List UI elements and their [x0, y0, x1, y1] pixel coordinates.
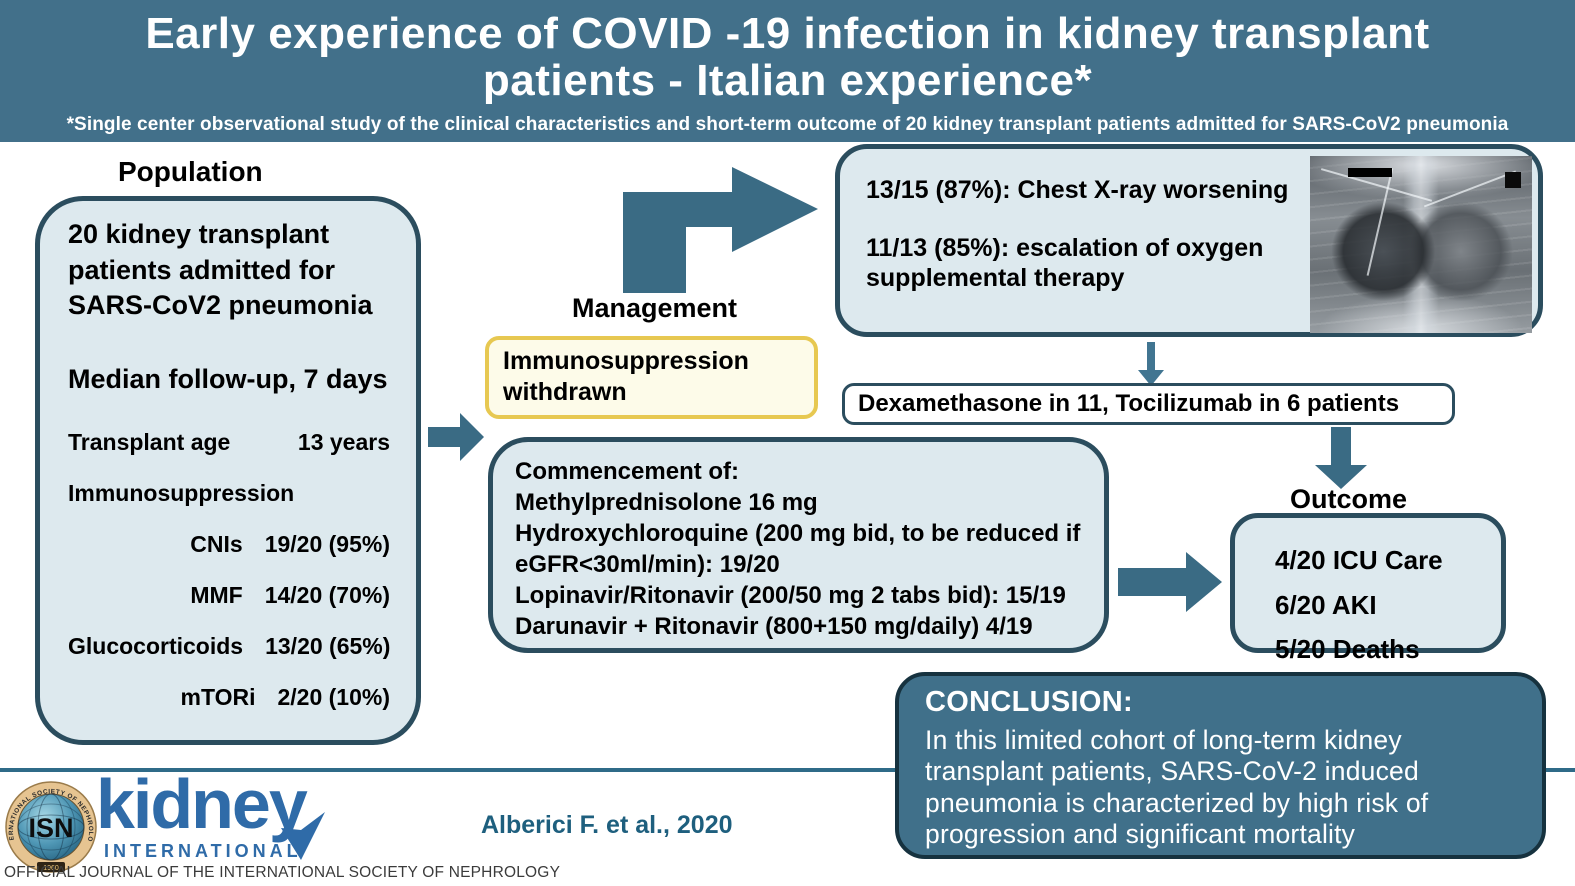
clinical-course-box: 13/15 (87%): Chest X-ray worsening 11/13… [835, 144, 1543, 337]
immunosuppression-withdrawn-box: Immunosuppression withdrawn [485, 336, 818, 419]
outcome-item: 5/20 Deaths [1275, 634, 1420, 665]
outcome-box: 4/20 ICU Care 6/20 AKI 5/20 Deaths [1230, 513, 1506, 664]
outcome-item: 6/20 AKI [1275, 589, 1377, 620]
elbow-up-right-arrow-icon [623, 167, 818, 293]
management-heading: Management [572, 293, 738, 323]
title-line-1: Early experience of COVID -19 infection … [145, 9, 1430, 58]
population-box: 20 kidney transplant patients admitted f… [35, 196, 421, 745]
commencement-box: Commencement of: Methylprednisolone 16 m… [488, 437, 1109, 653]
row-label: MMF [190, 581, 243, 608]
chest-xray-image [1310, 156, 1532, 333]
right-arrow-icon [428, 413, 484, 461]
journal-logo-kidney: kidney [96, 765, 308, 843]
table-row: CNIs 19/20 (95%) [68, 531, 390, 558]
xray-tube-line [1423, 170, 1516, 208]
conclusion-heading: CONCLUSION: [925, 686, 1133, 718]
table-row: Transplant age 13 years [68, 429, 390, 456]
isn-society-logo: ISN INTERNATIONAL SOCIETY OF NEPHROLOGY … [5, 779, 97, 873]
population-followup: Median follow-up, 7 days [68, 363, 388, 394]
clinical-course-text: 13/15 (87%): Chest X-ray worsening 11/13… [866, 175, 1336, 294]
row-label: Immunosuppression [68, 479, 295, 506]
oxygen-escalation-stat: 11/13 (85%): escalation of oxygen supple… [866, 233, 1264, 293]
commencement-line: Darunavir + Ritonavir (800+150 mg/daily)… [515, 612, 1033, 640]
citation-text: Alberici F. et al., 2020 [481, 811, 733, 839]
isn-acronym: ISN [28, 813, 73, 843]
row-value: 14/20 (70%) [264, 581, 390, 608]
xray-worsening-stat: 13/15 (87%): Chest X-ray worsening [866, 176, 1289, 204]
study-subtitle: *Single center observational study of th… [66, 114, 1509, 135]
down-arrow-icon [1138, 342, 1164, 386]
commencement-line: Methylprednisolone 16 mg [515, 488, 818, 516]
population-table: Transplant age 13 years Immunosuppressio… [68, 429, 390, 711]
row-value: 2/20 (10%) [277, 683, 390, 710]
xray-film-marker [1347, 168, 1393, 178]
outcome-item: 4/20 ICU Care [1275, 545, 1443, 575]
page-title: Early experience of COVID -19 infection … [0, 0, 1575, 104]
table-row: mTORi 2/20 (10%) [68, 683, 391, 711]
down-arrow-icon [1315, 427, 1367, 489]
table-row: Immunosuppression [68, 480, 390, 507]
journal-logo-international: INTERNATIONAL [104, 841, 302, 861]
commencement-line: Hydroxychloroquine (200 mg bid, to be re… [515, 519, 1081, 578]
row-value: 19/20 (95%) [264, 530, 390, 557]
kidney-logo-swoosh-icon [281, 812, 325, 860]
title-line-2: patients - Italian experience* [482, 56, 1093, 106]
population-heading: Population [118, 156, 263, 187]
conclusion-body: In this limited cohort of long-term kidn… [925, 725, 1429, 849]
isn-year: 1960 [43, 865, 59, 872]
journal-tagline: OFFICIAL JOURNAL OF THE INTERNATIONAL SO… [4, 864, 561, 881]
row-label: Transplant age [68, 428, 231, 455]
footer-divider [0, 768, 1575, 772]
population-intro: 20 kidney transplant patients admitted f… [68, 219, 373, 321]
xray-film-marker [1505, 171, 1521, 188]
table-row: MMF 14/20 (70%) [68, 582, 390, 609]
row-value: 13/20 (65%) [265, 632, 391, 659]
right-arrow-icon [1118, 552, 1222, 612]
row-value: 13 years [297, 428, 390, 455]
commencement-line: Commencement of: [515, 458, 740, 485]
table-row: Glucocorticoids 13/20 (65%) [68, 633, 390, 660]
conclusion-box: CONCLUSION: In this limited cohort of lo… [895, 672, 1546, 859]
outcome-heading: Outcome [1290, 484, 1408, 514]
header-band: Early experience of COVID -19 infection … [0, 0, 1575, 142]
treatment-escalation-box: Dexamethasone in 11, Tocilizumab in 6 pa… [842, 383, 1455, 425]
row-label: mTORi [180, 683, 256, 710]
row-label: Glucocorticoids [68, 632, 244, 659]
row-label: CNIs [190, 530, 243, 557]
commencement-line: Lopinavir/Ritonavir (200/50 mg 2 tabs bi… [515, 581, 1066, 609]
